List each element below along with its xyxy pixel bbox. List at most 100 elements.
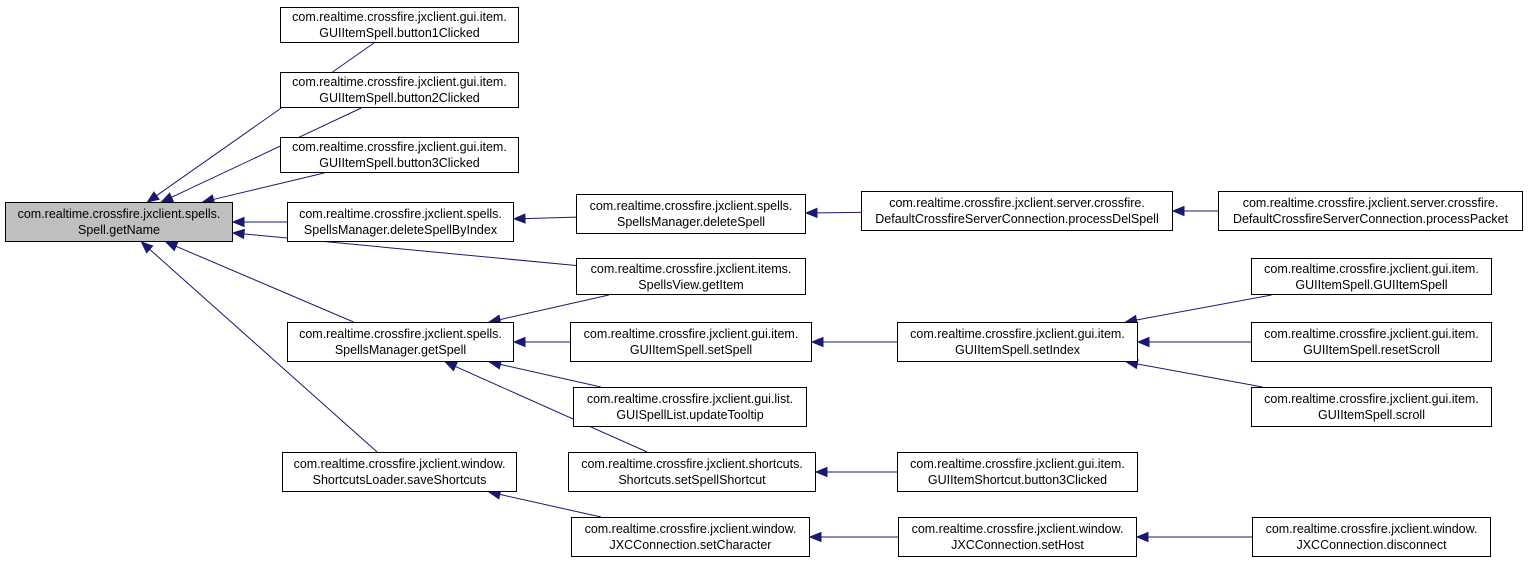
node-shortcutsloader-saveshortcuts[interactable]: com.realtime.crossfire.jxclient.window. … [282,452,517,492]
node-line2: JXCConnection.setCharacter [609,538,772,552]
node-line1: com.realtime.crossfire.jxclient.gui.item… [583,327,799,341]
node-line1: com.realtime.crossfire.jxclient.gui.list… [586,392,794,406]
edge-n6-n5 [804,207,862,219]
node-jxcconnection-sethost[interactable]: com.realtime.crossfire.jxclient.window. … [898,517,1137,557]
node-line2: GUIItemSpell.button1Clicked [319,26,480,40]
node-line1: com.realtime.crossfire.jxclient.window. [911,522,1124,536]
node-line2: SpellsView.getItem [638,277,744,292]
edge-arrowhead [1135,531,1149,543]
edge-arrowhead [804,207,818,219]
node-guiitemspell-button2clicked[interactable]: com.realtime.crossfire.jxclient.gui.item… [280,72,519,108]
edge-line [175,245,354,323]
node-guispelllist-updatetooltip[interactable]: com.realtime.crossfire.jxclient.gui.list… [573,387,807,427]
edge-n20-n19 [808,531,898,543]
node-line1: com.realtime.crossfire.jxclient.window. [1265,522,1478,536]
node-spellsmanager-getspell[interactable]: com.realtime.crossfire.jxclient.spells. … [287,322,514,362]
node-line1: com.realtime.crossfire.jxclient.spells. [299,327,502,341]
node-line2: GUISpellList.updateTooltip [616,408,764,422]
node-line1: com.realtime.crossfire.jxclient.server.c… [1242,196,1499,210]
edge-line [149,248,378,453]
node-line1: com.realtime.crossfire.jxclient.window. [584,522,797,536]
edge-arrowhead [1136,336,1150,348]
node-guiitemshortcut-button3clicked[interactable]: com.realtime.crossfire.jxclient.gui.item… [897,452,1138,492]
edge-arrowhead [814,466,828,478]
node-line2: GUIItemSpell.setSpell [629,343,753,357]
edge-n5-n4 [512,213,577,224]
node-guiitemspell-setspell[interactable]: com.realtime.crossfire.jxclient.gui.item… [570,322,812,362]
node-line1: com.realtime.crossfire.jxclient.gui.item… [910,327,1125,341]
edge-n11-n10 [810,336,897,348]
node-line1: com.realtime.crossfire.jxclient.spells. [17,207,221,221]
node-spellsview-getitem[interactable]: com.realtime.crossfire.jxclient.items. S… [576,258,806,295]
node-line2: DefaultCrossfireServerConnection.process… [1232,212,1509,226]
edge-n9-n0 [164,241,354,323]
edge-arrowhead [808,531,822,543]
node-jxcconnection-setcharacter[interactable]: com.realtime.crossfire.jxclient.window. … [571,517,810,557]
node-line1: com.realtime.crossfire.jxclient.gui.item… [292,10,507,24]
edge-line [499,493,602,518]
edge-arrowhead [444,361,458,372]
node-guiitemspell-button1clicked[interactable]: com.realtime.crossfire.jxclient.gui.item… [280,7,519,43]
edge-line [156,42,375,197]
node-guiitemspell-button3clicked[interactable]: com.realtime.crossfire.jxclient.gui.item… [280,137,519,173]
node-line2: ShortcutsLoader.saveShortcuts [312,473,487,487]
edge-n21-n20 [1135,531,1252,543]
node-spell-getname: com.realtime.crossfire.jxclient.spells. … [5,202,233,242]
edge-n10-n9 [512,336,570,348]
node-line2: SpellsManager.deleteSpell [616,215,766,229]
node-line1: com.realtime.crossfire.jxclient.gui.item… [1264,261,1479,276]
node-shortcuts-setspellshortcut[interactable]: com.realtime.crossfire.jxclient.shortcut… [568,452,816,492]
node-jxcconnection-disconnect[interactable]: com.realtime.crossfire.jxclient.window. … [1252,517,1491,557]
edge-arrowhead [146,191,160,203]
edge-arrowhead [140,241,154,254]
node-line2: SpellsManager.getSpell [334,343,467,357]
node-guiitemspell-constructor[interactable]: com.realtime.crossfire.jxclient.gui.item… [1251,258,1492,295]
edge-line [213,172,325,200]
node-line2: GUIItemSpell.scroll [1318,408,1425,422]
node-line2: GUIItemShortcut.button3Clicked [927,473,1108,487]
node-line2: DefaultCrossfireServerConnection.process… [875,212,1159,226]
node-spellsmanager-deletespell[interactable]: com.realtime.crossfire.jxclient.spells. … [576,194,806,234]
node-processdelspell[interactable]: com.realtime.crossfire.jxclient.server.c… [861,191,1173,231]
node-line2: JXCConnection.setHost [951,538,1084,552]
edge-line [171,107,362,198]
node-line1: com.realtime.crossfire.jxclient.gui.item… [910,457,1125,471]
edge-arrowhead [810,336,824,348]
edge-n12-n11 [1124,294,1272,326]
edge-n14-n11 [1125,358,1263,388]
node-guiitemspell-setindex[interactable]: com.realtime.crossfire.jxclient.gui.item… [897,322,1138,362]
edge-arrowhead [512,213,526,224]
node-line2: Spell.getName [78,223,160,237]
node-processpacket[interactable]: com.realtime.crossfire.jxclient.server.c… [1218,191,1523,231]
edge-n7-n6 [1171,205,1218,217]
node-line2: SpellsManager.deleteSpellByIndex [303,223,498,237]
node-guiitemspell-scroll[interactable]: com.realtime.crossfire.jxclient.gui.item… [1251,387,1492,427]
edge-line [455,366,648,453]
node-line1: com.realtime.crossfire.jxclient.shortcut… [581,457,803,471]
node-line2: GUIItemSpell.GUIItemSpell [1295,277,1448,292]
edge-arrowhead [231,228,245,240]
edge-n18-n17 [814,466,897,478]
node-line1: com.realtime.crossfire.jxclient.gui.item… [292,75,507,89]
edge-arrowhead [512,336,526,348]
edge-n15-n9 [488,359,602,388]
node-line1: com.realtime.crossfire.jxclient.items. [590,261,792,276]
node-line1: com.realtime.crossfire.jxclient.gui.item… [1264,392,1479,406]
edge-n1-n0 [146,42,375,203]
edge-n19-n16 [487,489,602,518]
node-line1: com.realtime.crossfire.jxclient.gui.item… [1264,327,1479,341]
node-line2: GUIItemSpell.setIndex [954,343,1081,357]
edge-arrowhead [1171,205,1185,217]
edge-n4-n0 [231,216,287,228]
node-line2: GUIItemSpell.resetScroll [1303,343,1440,357]
edge-arrowhead [231,216,245,228]
node-line1: com.realtime.crossfire.jxclient.window. [293,457,506,471]
edge-line [524,216,577,220]
edge-n17-n9 [444,361,648,453]
edge-arrowhead [164,241,179,252]
edge-arrowhead [160,192,175,203]
node-guiitemspell-resetscroll[interactable]: com.realtime.crossfire.jxclient.gui.item… [1251,322,1492,362]
node-spellsmanager-deletespellbyindex[interactable]: com.realtime.crossfire.jxclient.spells. … [287,202,514,242]
edge-n13-n11 [1136,336,1251,348]
node-line1: com.realtime.crossfire.jxclient.spells. [589,199,793,213]
